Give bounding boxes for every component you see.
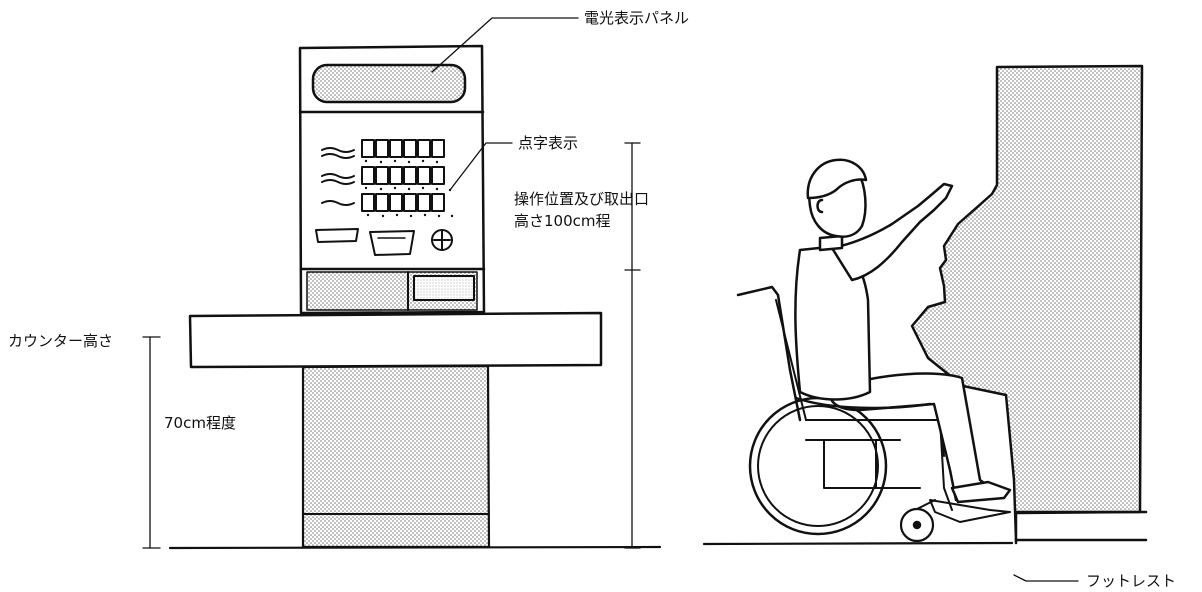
braille-label: 点字表示 <box>518 134 579 152</box>
display-panel-label: 電光表示パネル <box>584 9 690 27</box>
button-grid <box>361 139 445 212</box>
wheelchair <box>736 285 1011 543</box>
person <box>794 158 1012 504</box>
braille-dots <box>364 159 454 218</box>
footrest-label: フットレスト <box>1086 572 1177 590</box>
operation-height-dimension <box>624 142 641 549</box>
machine-side-profile <box>910 64 1144 542</box>
operation-position-label: 操作位置及び取出口 <box>514 190 650 208</box>
operation-height-label: 高さ100cm程 <box>514 212 611 230</box>
counter-height-value: 70cm程度 <box>164 414 236 432</box>
counter-base <box>301 364 491 549</box>
counter-height-label: カウンター高さ <box>8 332 114 350</box>
leader-lines <box>431 17 1079 582</box>
display-panel-shape <box>311 63 467 104</box>
counter-top <box>188 311 603 369</box>
take-out-slot <box>413 275 475 301</box>
counter-height-dimension <box>142 336 161 549</box>
vending-machine <box>298 44 486 315</box>
